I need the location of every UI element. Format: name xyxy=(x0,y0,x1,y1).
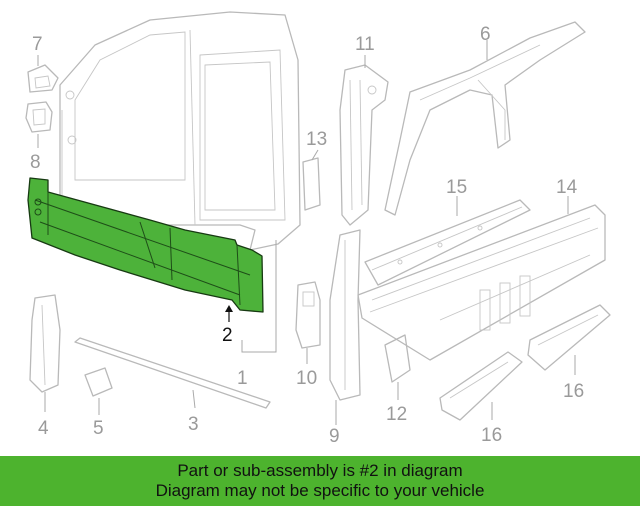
part-4-brace xyxy=(29,294,61,393)
part-16-vent-upper xyxy=(527,304,611,371)
banner-line-2: Diagram may not be specific to your vehi… xyxy=(155,481,485,500)
part-7-bracket xyxy=(27,64,59,93)
part-16-vent-lower xyxy=(439,351,523,421)
callout-6: 6 xyxy=(480,24,491,45)
callout-8: 8 xyxy=(30,152,41,173)
part-11-pillar xyxy=(339,64,389,226)
callout-7: 7 xyxy=(32,34,43,55)
callout-9: 9 xyxy=(329,426,340,447)
banner-line-1: Part or sub-assembly is #2 in diagram xyxy=(177,461,463,480)
part-8-bracket xyxy=(25,101,53,133)
callout-16-right: 16 xyxy=(563,381,584,402)
callout-15: 15 xyxy=(446,177,467,198)
callout-12: 12 xyxy=(386,404,407,425)
callout-1: 1 xyxy=(237,368,248,389)
leader-lines xyxy=(37,40,576,425)
callout-11: 11 xyxy=(355,34,375,55)
callout-4: 4 xyxy=(38,418,49,439)
part-6-roof-rail xyxy=(384,21,586,216)
callout-3: 3 xyxy=(188,414,199,435)
part-12-bracket xyxy=(384,334,411,383)
part-5-plate xyxy=(84,367,113,397)
callout-5: 5 xyxy=(93,418,104,439)
part-9-pillar xyxy=(329,229,361,401)
callout-13: 13 xyxy=(306,129,327,150)
part-3-moulding xyxy=(74,337,271,409)
part-13-plate xyxy=(302,157,321,211)
info-banner: Part or sub-assembly is #2 in diagram Di… xyxy=(0,456,640,506)
part-10-bracket xyxy=(295,281,321,349)
part-2-rocker-panel xyxy=(27,177,264,313)
callout-16-bottom: 16 xyxy=(481,425,502,446)
callout-2: 2 xyxy=(222,325,233,346)
part-14-panel xyxy=(357,204,606,361)
parts-diagram: 1 2 3 4 5 6 7 8 9 10 11 12 13 14 15 16 1… xyxy=(25,11,611,447)
part-15-rail xyxy=(364,199,531,286)
callout-10: 10 xyxy=(296,368,317,389)
callout-14: 14 xyxy=(556,177,578,198)
